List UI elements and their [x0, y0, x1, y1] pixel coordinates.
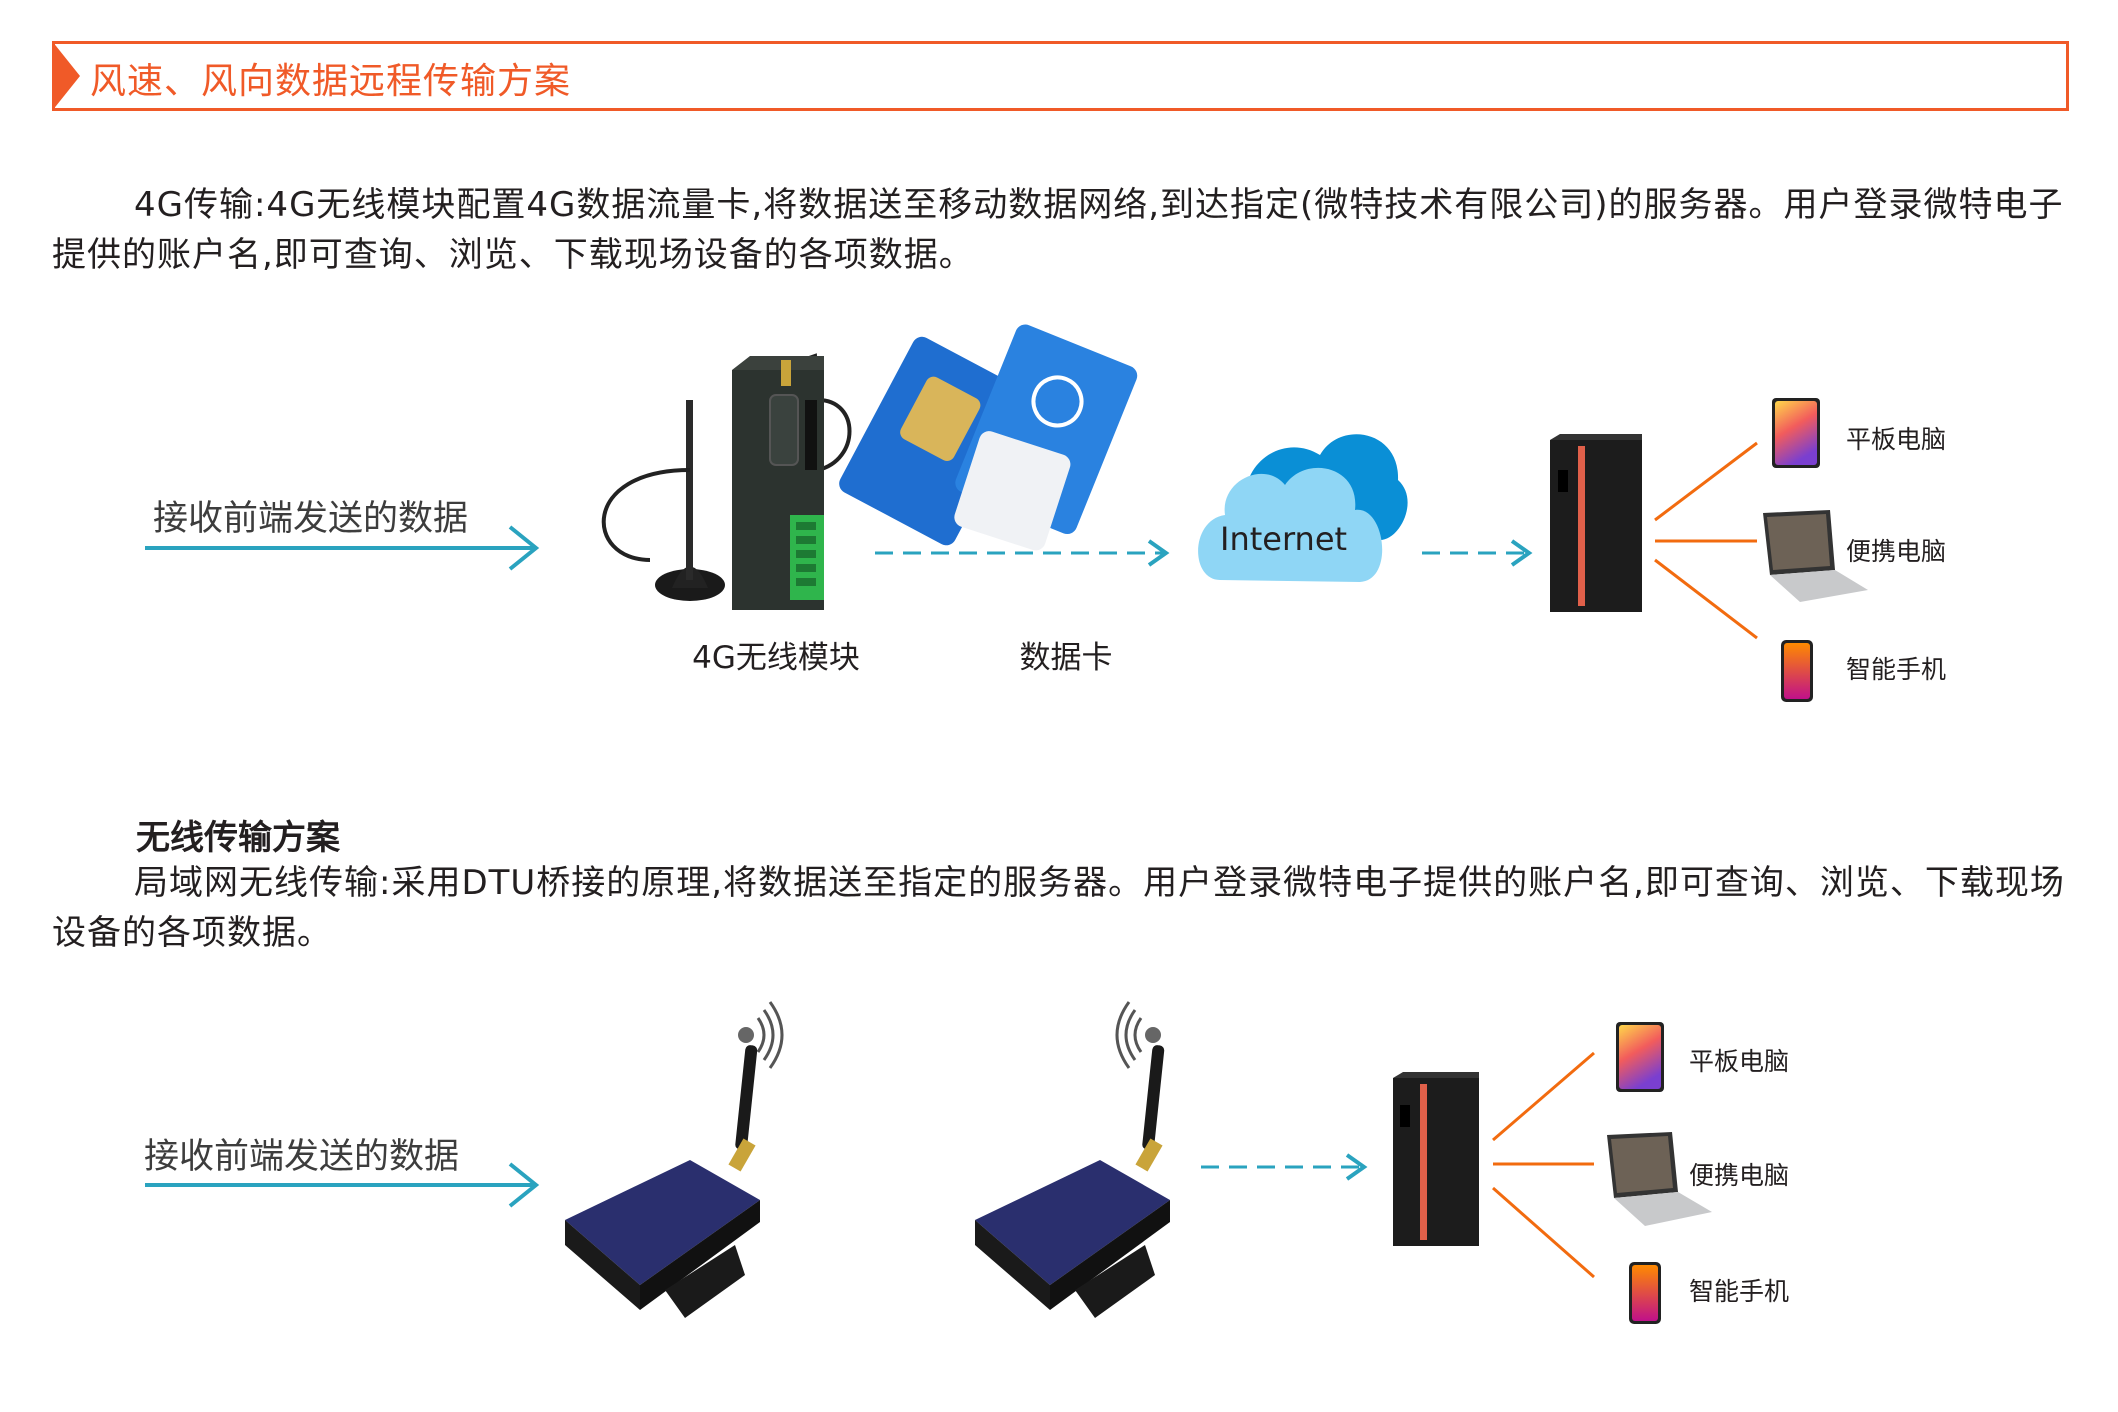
server-icon: [1393, 1072, 1479, 1246]
input-data-label: 接收前端发送的数据: [153, 499, 469, 539]
input-data-label: 接收前端发送的数据: [144, 1137, 460, 1177]
tablet-icon: [1772, 398, 1820, 468]
dtu-device-icon: [975, 1001, 1170, 1318]
dashed-arrow-icon: [1422, 539, 1533, 567]
link-lines: [1654, 441, 1758, 640]
dashed-arrow-icon: [875, 539, 1170, 567]
smartphone-icon: [1781, 640, 1813, 702]
section1-paragraph: 4G传输:4G无线模块配置4G数据流量卡,将数据送至移动数据网络,到达指定(微特…: [52, 185, 2064, 275]
header-arrow-icon: [52, 41, 80, 111]
laptop-icon: [1607, 1132, 1712, 1226]
section2-paragraph: 局域网无线传输:采用DTU桥接的原理,将数据送至指定的服务器。用户登录微特电子提…: [52, 863, 2065, 953]
sim-card-caption: 数据卡: [1019, 640, 1113, 676]
server-icon: [1550, 434, 1642, 612]
dashed-arrow-icon: [1201, 1153, 1368, 1181]
module-caption: 4G无线模块: [692, 640, 860, 676]
input-arrow-icon: [145, 1162, 540, 1208]
device-label-tablet: 平板电脑: [1846, 425, 1947, 454]
internet-cloud-icon: [1198, 434, 1408, 582]
tablet-icon: [1616, 1022, 1664, 1092]
link-lines: [1492, 1051, 1595, 1279]
device-label-tablet: 平板电脑: [1689, 1047, 1790, 1076]
section2-heading: 无线传输方案: [136, 818, 340, 858]
smartphone-icon: [1629, 1262, 1661, 1324]
device-label-phone: 智能手机: [1689, 1277, 1790, 1306]
dtu-device-icon: [565, 1001, 784, 1318]
cloud-label: Internet: [1220, 520, 1348, 558]
page-title: 风速、风向数据远程传输方案: [90, 61, 572, 102]
device-label-laptop: 便携电脑: [1689, 1161, 1790, 1190]
device-label-laptop: 便携电脑: [1846, 537, 1947, 566]
device-label-phone: 智能手机: [1846, 655, 1947, 684]
input-arrow-icon: [145, 525, 540, 571]
laptop-icon: [1763, 510, 1868, 602]
sim-card-icon: [839, 324, 1138, 551]
4g-module-icon: [601, 353, 852, 610]
